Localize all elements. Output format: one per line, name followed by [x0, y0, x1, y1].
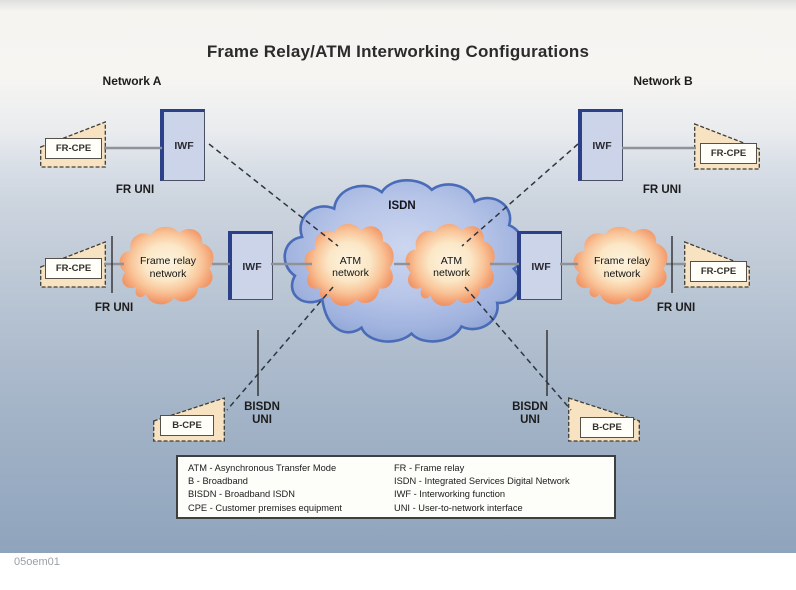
frame-relay-label-line1: Frame relay — [593, 255, 650, 267]
frame-relay-cloud-label: Frame relay network — [118, 225, 218, 310]
b-cpe-label: B-CPE — [160, 415, 214, 436]
legend-item-cpe: CPE - Customer premises equipment — [188, 502, 342, 513]
frame-relay-cloud-shape — [573, 226, 668, 305]
frame-relay-cloud-shape — [119, 226, 214, 305]
fr-cpe-label: FR-CPE — [690, 261, 747, 282]
bisdn-label-line2: UNI — [520, 414, 540, 426]
b-cpe-node-left: B-CPE — [153, 396, 225, 442]
frame-relay-cloud-right: Frame relay network — [572, 225, 672, 310]
legend-item-isdn: ISDN - Integrated Services Digital Netwo… — [394, 476, 570, 487]
iwf-label: IWF — [531, 260, 551, 273]
fr-uni-label-top-left: FR UNI — [115, 184, 155, 196]
network-b-label: Network B — [633, 74, 693, 88]
iwf-box-top-right: IWF — [578, 109, 623, 181]
fr-uni-label-top-right: FR UNI — [642, 184, 682, 196]
atm-cloud-label-line1: ATM — [440, 254, 463, 267]
legend-item-iwf: IWF - Interworking function — [394, 489, 506, 500]
isdn-cloud-label: ISDN — [388, 200, 416, 212]
fr-cpe-node-top-right: FR-CPE — [694, 122, 760, 170]
bisdn-label-line2: UNI — [252, 414, 272, 426]
bisdn-label-line1: BISDN — [244, 401, 280, 413]
legend-item-uni: UNI - User-to-network interface — [394, 502, 523, 513]
atm-network-cloud-right: ATM network — [404, 222, 499, 312]
iwf-box-top-left: IWF — [160, 109, 205, 181]
atm-cloud-label: ATM network — [404, 222, 499, 312]
legend-item-fr: FR - Frame relay — [394, 463, 465, 473]
atm-cloud-label-line2: network — [433, 267, 470, 279]
iwf-label: IWF — [174, 140, 194, 152]
legend-item-b: B - Broadband — [188, 476, 248, 487]
iwf-box-mid-left: IWF — [228, 231, 273, 300]
bisdn-label-line1: BISDN — [512, 401, 548, 413]
iwf-label: IWF — [592, 140, 612, 152]
frame-relay-cloud-label: Frame relay network — [572, 225, 672, 310]
legend-item-bisdn: BISDN - Broadband ISDN — [188, 489, 295, 500]
fr-uni-label-mid-right: FR UNI — [656, 302, 696, 314]
fr-cpe-label: FR-CPE — [45, 138, 102, 159]
bisdn-uni-label-left: BISDN UNI — [232, 401, 292, 427]
atm-cloud-label-line1: ATM — [339, 254, 362, 267]
legend-column-right: FR - Frame relay ISDN - Integrated Servi… — [394, 462, 570, 515]
atm-network-cloud-left: ATM network — [303, 222, 398, 312]
frame-relay-label-line2: network — [603, 267, 641, 280]
network-a-label: Network A — [102, 74, 162, 88]
frame-relay-label-line2: network — [149, 267, 187, 280]
b-cpe-label: B-CPE — [580, 417, 634, 438]
legend-box: ATM - Asynchronous Transfer Mode B - Bro… — [176, 455, 616, 519]
atm-cloud-label: ATM network — [303, 222, 398, 312]
fr-cpe-node-top-left: FR-CPE — [40, 120, 106, 168]
b-cpe-node-right: B-CPE — [568, 396, 640, 442]
legend-item-atm: ATM - Asynchronous Transfer Mode — [188, 463, 337, 473]
fr-cpe-node-mid-left: FR-CPE — [40, 240, 106, 288]
fr-uni-label-mid-left: FR UNI — [94, 302, 134, 314]
fr-cpe-label: FR-CPE — [700, 143, 757, 164]
bisdn-uni-label-right: BISDN UNI — [500, 401, 560, 427]
frame-relay-cloud-left: Frame relay network — [118, 225, 218, 310]
figure-id-watermark: 05oem01 — [14, 556, 60, 568]
legend-column-left: ATM - Asynchronous Transfer Mode B - Bro… — [188, 462, 342, 515]
diagram-title: Frame Relay/ATM Interworking Configurati… — [206, 42, 590, 61]
fr-cpe-node-mid-right: FR-CPE — [684, 240, 750, 288]
atm-cloud-label-line2: network — [332, 267, 369, 279]
iwf-label: IWF — [242, 260, 262, 273]
fr-cpe-label: FR-CPE — [45, 258, 102, 279]
frame-relay-label-line1: Frame relay — [139, 255, 196, 267]
iwf-box-mid-right: IWF — [517, 231, 562, 300]
